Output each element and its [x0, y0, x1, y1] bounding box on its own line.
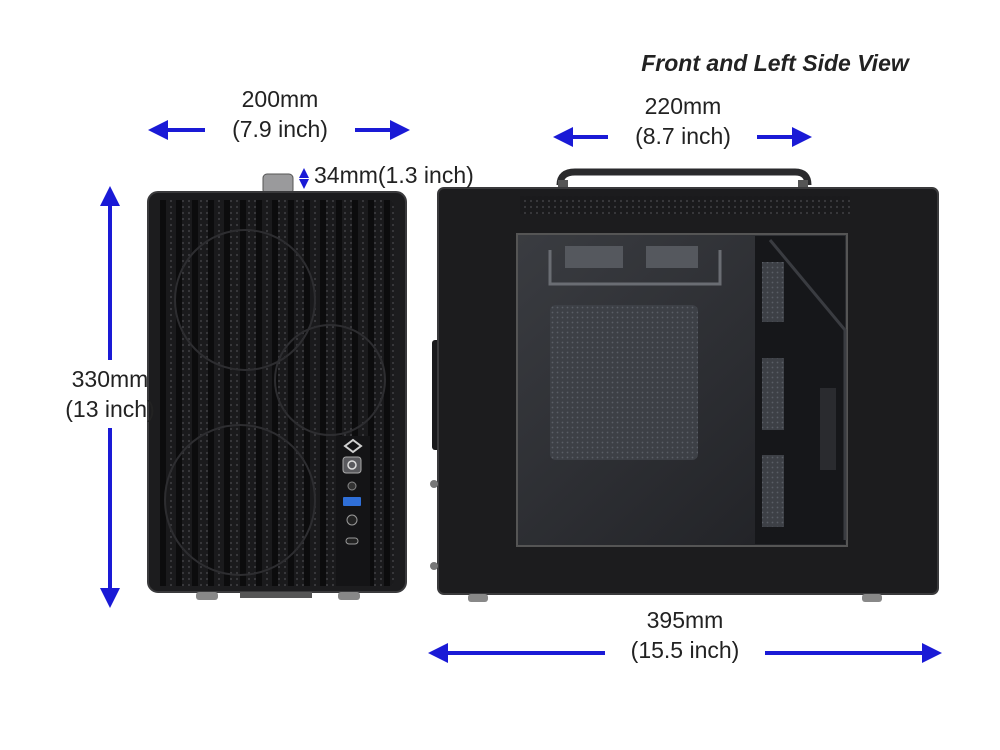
- case-side-view: [430, 168, 939, 602]
- front-width-label: 200mm (7.9 inch): [205, 84, 355, 144]
- handle-height-label: 34mm(1.3 inch): [314, 162, 474, 188]
- height-mm: 330mm: [71, 366, 149, 392]
- power-button-icon: [342, 456, 362, 474]
- side-depth-top-label: 220mm (8.7 inch): [608, 91, 758, 151]
- side-depth-top-inch: (8.7 inch): [635, 123, 731, 149]
- usb-port-icon: [343, 497, 361, 506]
- case-front-view: [147, 173, 407, 600]
- audio-jack-icon: [346, 514, 358, 526]
- front-width-inch: (7.9 inch): [232, 116, 328, 142]
- side-depth-bottom-mm: 395mm: [646, 607, 724, 633]
- side-depth-bottom-inch: (15.5 inch): [630, 637, 740, 663]
- front-width-mm: 200mm: [241, 86, 319, 112]
- side-depth-bottom-label: 395mm (15.5 inch): [605, 605, 765, 665]
- height-label: 330mm (13 inch): [20, 364, 200, 424]
- side-depth-top-mm: 220mm: [644, 93, 722, 119]
- height-inch: (13 inch): [65, 396, 155, 422]
- usb-c-port-icon: [345, 537, 359, 545]
- view-title: Front and Left Side View: [641, 50, 909, 76]
- brand-logo-icon: [343, 438, 363, 454]
- carry-handle: [556, 168, 812, 186]
